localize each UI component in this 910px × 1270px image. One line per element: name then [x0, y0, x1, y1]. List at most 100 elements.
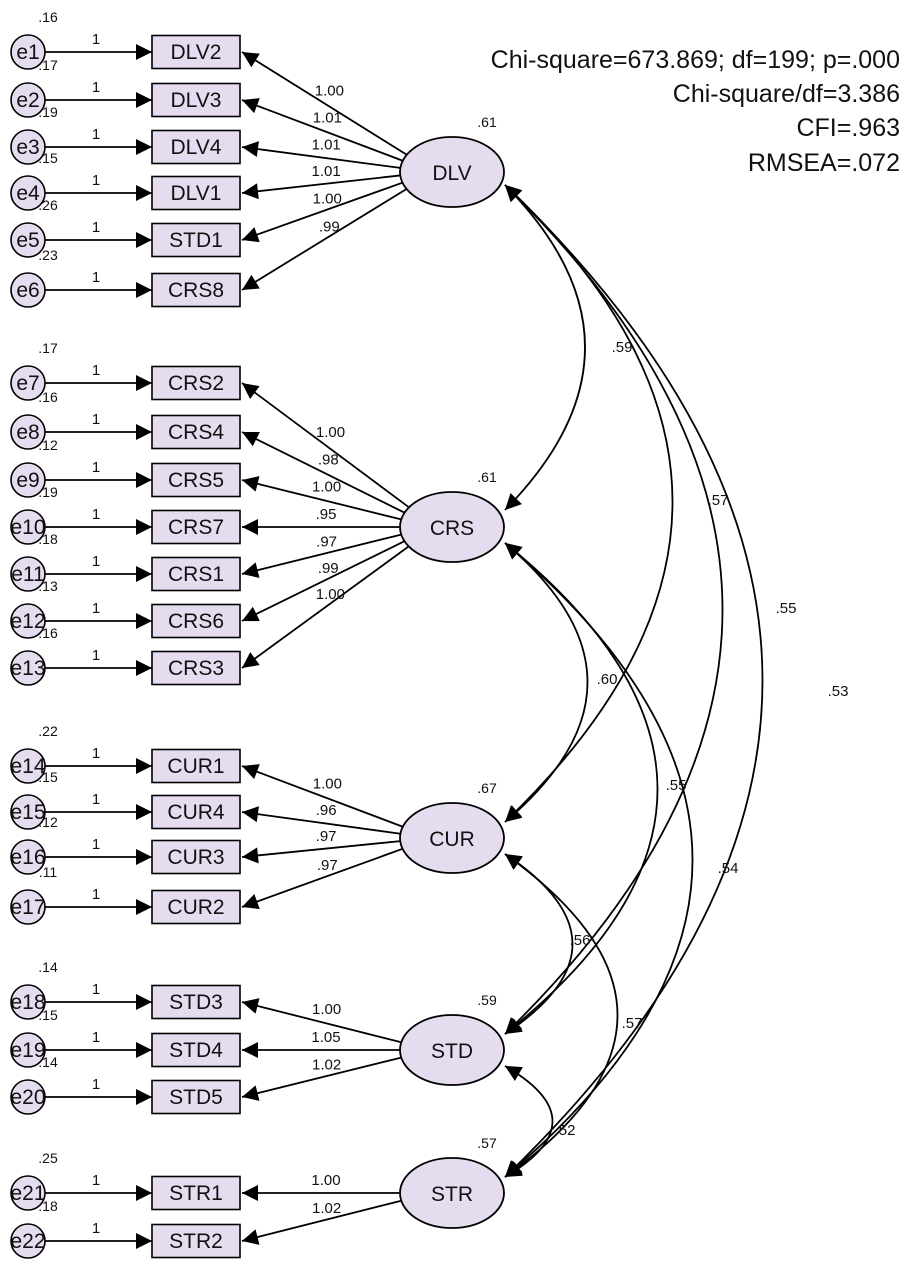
fit-chi-square-df: Chi-square/df=3.386: [673, 80, 900, 108]
error-variance-label: .18: [38, 531, 58, 547]
error-term-circle: [10, 794, 46, 830]
latent-factor-ellipse-cur: [399, 802, 505, 874]
observed-variable-box: [151, 175, 241, 211]
latent-factor-ellipse-std: [399, 1014, 505, 1086]
latent-factor-ellipse-crs: [399, 491, 505, 563]
fixed-path-label: 1: [92, 1220, 100, 1237]
fixed-path-label: 1: [92, 1076, 100, 1093]
observed-variable-box: [151, 748, 241, 784]
error-variance-label: .16: [38, 9, 58, 25]
loading-path-arrow: [241, 98, 404, 162]
fixed-path-label: 1: [92, 886, 100, 903]
loading-label: 1.00: [315, 82, 344, 99]
covariance-arc-dlv-str: [504, 184, 764, 1178]
covariance-arc-dlv-std: [504, 184, 724, 1035]
error-term-circle: [10, 556, 46, 592]
fixed-path-label: 1: [92, 647, 100, 664]
error-variance-label: .14: [38, 959, 58, 975]
observed-variable-label: CUR1: [167, 755, 224, 778]
error-term-circle: [10, 1079, 46, 1115]
error-variance-label: .17: [38, 57, 58, 73]
latent-variance-label: .57: [477, 1135, 497, 1151]
covariance-arc-crs-str: [504, 542, 694, 1178]
error-term-circle: [10, 1223, 46, 1259]
fixed-path-label: 1: [92, 219, 100, 236]
covariance-label: .52: [555, 1122, 576, 1139]
loading-label: .97: [316, 533, 337, 550]
observed-variable-box: [151, 509, 241, 545]
observed-variable-box: [151, 414, 241, 450]
observed-variable-box: [151, 1223, 241, 1259]
error-variance-label: .14: [38, 1054, 58, 1070]
observed-variable-label: CUR3: [167, 846, 224, 869]
observed-variable-label: CUR2: [167, 896, 224, 919]
covariance-arc-cur-str: [504, 853, 619, 1178]
fixed-path-label: 1: [92, 172, 100, 189]
error-term-label: e3: [16, 136, 39, 159]
fixed-path-label: 1: [92, 459, 100, 476]
loading-path-arrow: [241, 847, 403, 910]
observed-variable-label: CRS8: [168, 279, 224, 302]
error-term-circle: [10, 748, 46, 784]
loading-path-arrow: [241, 540, 405, 622]
observed-variable-label: CRS2: [168, 372, 224, 395]
loading-path-arrow: [241, 806, 401, 835]
error-term-circle: [10, 462, 46, 498]
error-term-label: e20: [10, 1086, 45, 1109]
loading-label: 1.00: [311, 1172, 340, 1189]
error-term-circle: [10, 603, 46, 639]
error-term-label: e5: [16, 229, 39, 252]
latent-variance-label: .67: [477, 780, 497, 796]
error-term-label: e21: [10, 1182, 45, 1205]
covariance-label: .55: [666, 777, 687, 794]
observed-variable-label: CRS7: [168, 516, 224, 539]
loading-path-layer: [45, 44, 410, 1249]
covariance-label: .57: [622, 1015, 643, 1032]
observed-variable-box: [151, 129, 241, 165]
fixed-path-label: 1: [92, 981, 100, 998]
error-variance-label: .12: [38, 814, 58, 830]
observed-variable-box: [151, 650, 241, 686]
observed-variable-label: CRS6: [168, 610, 224, 633]
fixed-path-label: 1: [92, 791, 100, 808]
error-variance-label: .12: [38, 437, 58, 453]
latent-variance-label: .61: [477, 114, 497, 130]
observed-variable-box: [151, 462, 241, 498]
observed-variable-label: STD4: [169, 1039, 223, 1062]
fixed-path-label: 1: [92, 506, 100, 523]
covariance-label: .57: [708, 492, 729, 509]
observed-variable-box: [151, 603, 241, 639]
latent-factor-label: DLV: [432, 162, 471, 185]
loading-label: 1.00: [312, 1001, 341, 1018]
error-term-label: e7: [16, 372, 39, 395]
loading-path-arrow: [241, 840, 401, 864]
fixed-path-label: 1: [92, 745, 100, 762]
error-variance-label: .15: [38, 1007, 58, 1023]
error-term-label: e10: [10, 516, 45, 539]
error-term-circle: [10, 839, 46, 875]
error-term-circle: [10, 272, 46, 308]
fixed-path-label: 1: [92, 836, 100, 853]
fixed-path-label: 1: [92, 31, 100, 48]
error-variance-label: .19: [38, 104, 58, 120]
observed-variable-label: STR1: [169, 1182, 223, 1205]
error-term-circle: [10, 222, 46, 258]
error-term-circle: [10, 1175, 46, 1211]
error-term-label: e22: [10, 1230, 45, 1253]
covariance-label: .55: [776, 600, 797, 617]
loading-path-arrow: [241, 141, 401, 169]
loading-path-arrow: [241, 764, 404, 828]
error-term-circle: [10, 365, 46, 401]
loading-label: 1.02: [312, 1200, 341, 1217]
latent-factor-ellipse-dlv: [399, 136, 505, 208]
fit-cfi: CFI=.963: [796, 114, 900, 142]
error-term-label: e18: [10, 991, 45, 1014]
loading-path-arrow: [241, 998, 402, 1044]
loading-label: .97: [316, 828, 337, 845]
covariance-label: .54: [718, 860, 739, 877]
observed-variable-box: [151, 1079, 241, 1115]
observed-variable-box: [151, 556, 241, 592]
fixed-path-label: 1: [92, 1172, 100, 1189]
latent-variance-label: .59: [477, 992, 497, 1008]
covariance-arc-crs-cur: [504, 542, 589, 823]
